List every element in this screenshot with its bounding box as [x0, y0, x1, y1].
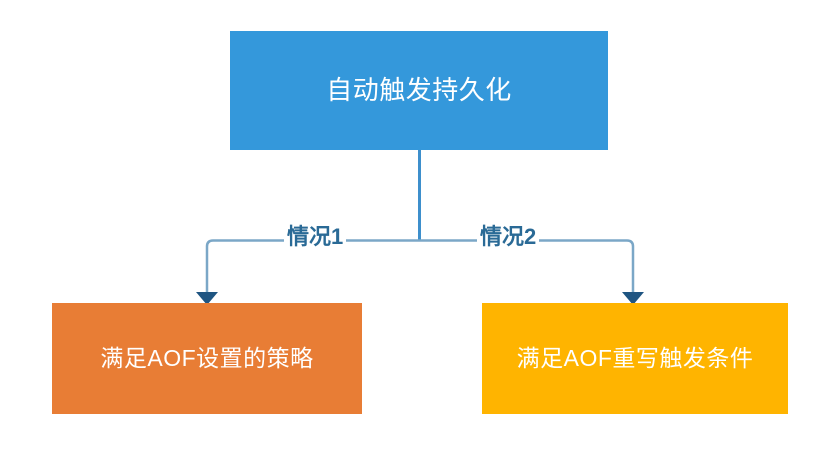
- node-aof-rewrite-condition-satisfied[interactable]: 满足AOF重写触发条件: [482, 303, 788, 414]
- node-aof-policy-satisfied[interactable]: 满足AOF设置的策略: [52, 303, 362, 414]
- edge-label-case-2: 情况2: [477, 226, 540, 248]
- node-left-label: 满足AOF设置的策略: [100, 344, 314, 371]
- node-root-auto-trigger-persistence[interactable]: 自动触发持久化: [230, 31, 608, 150]
- edge-label-case-1: 情况1: [284, 226, 347, 248]
- node-root-label: 自动触发持久化: [326, 74, 512, 105]
- node-right-label: 满足AOF重写触发条件: [516, 344, 754, 371]
